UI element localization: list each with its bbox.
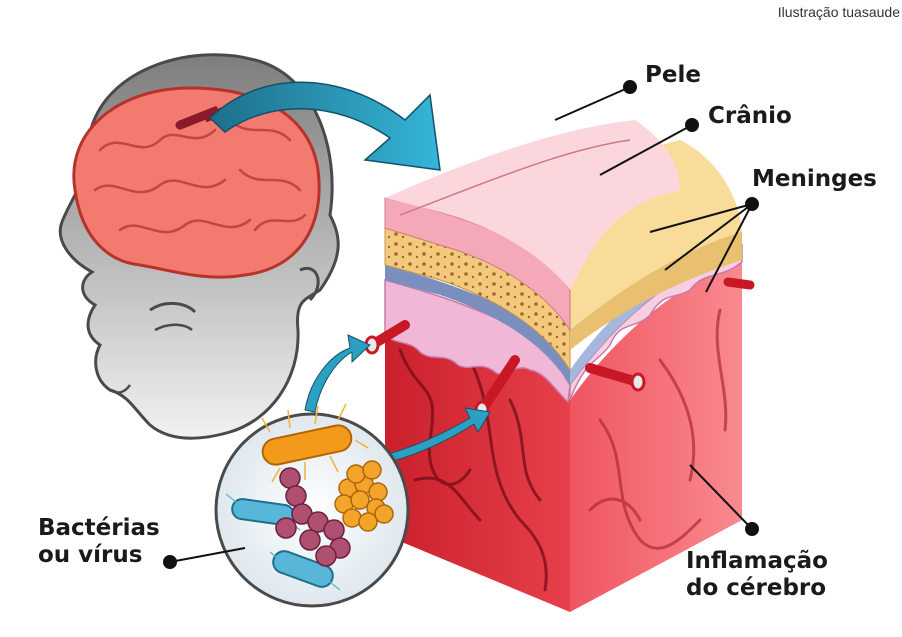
tissue-block — [366, 120, 750, 612]
illustration-credit: Ilustração tuasaude — [778, 4, 900, 20]
label-meninges: Meninges — [752, 166, 877, 193]
label-inflammation-line1: Inflamação — [686, 548, 828, 575]
infection-arrow-icon — [305, 335, 370, 412]
label-pathogens: Bactérias ou vírus — [38, 515, 160, 569]
label-skull: Crânio — [708, 103, 792, 130]
label-pathogens-line1: Bactérias — [38, 515, 160, 542]
label-skin: Pele — [645, 62, 701, 89]
pathogen-magnifier — [216, 404, 408, 606]
brain-icon — [74, 88, 319, 277]
label-inflammation: Inflamação do cérebro — [686, 548, 828, 602]
label-pathogens-line2: ou vírus — [38, 542, 160, 569]
label-inflammation-line2: do cérebro — [686, 575, 828, 602]
